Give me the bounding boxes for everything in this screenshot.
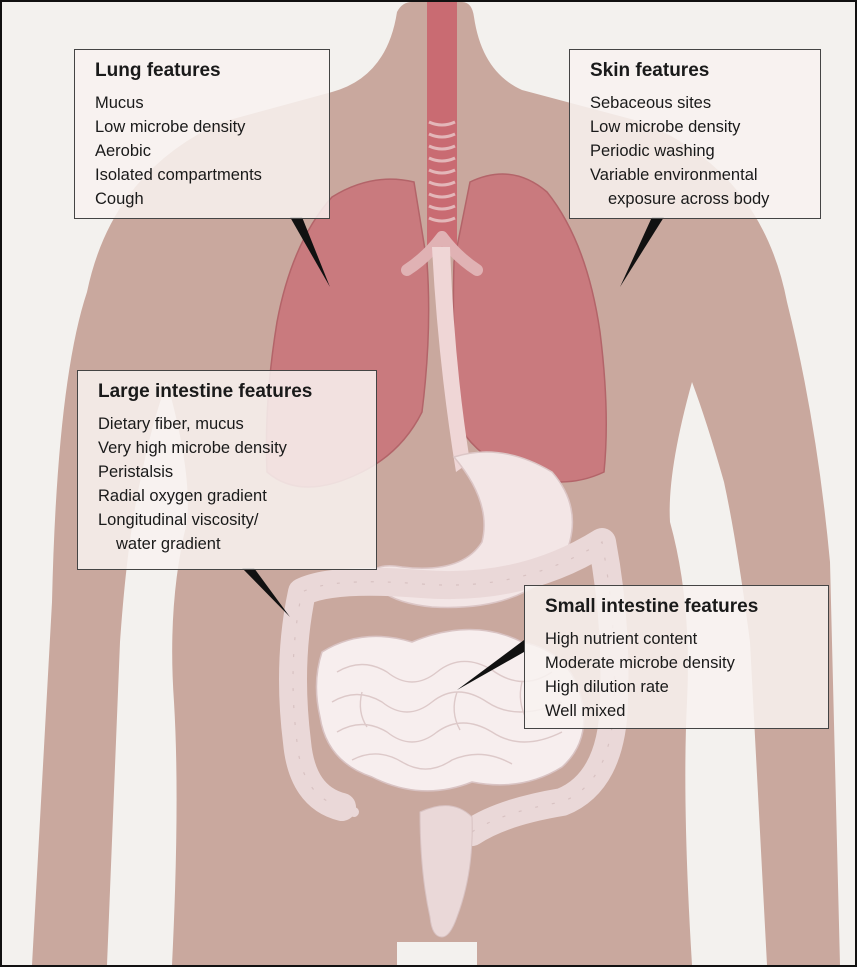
list-item: Cough xyxy=(95,187,315,211)
small-intestine-features-list: High nutrient content Moderate microbe d… xyxy=(545,627,814,723)
list-item: Sebaceous sites xyxy=(590,91,806,115)
list-item: Isolated compartments xyxy=(95,163,315,187)
large-intestine-features-callout: Large intestine features Dietary fiber, … xyxy=(77,370,377,570)
skin-features-callout: Skin features Sebaceous sites Low microb… xyxy=(569,49,821,219)
list-item: Mucus xyxy=(95,91,315,115)
lung-features-callout: Lung features Mucus Low microbe density … xyxy=(74,49,330,219)
list-item: exposure across body xyxy=(590,187,806,211)
lung-features-list: Mucus Low microbe density Aerobic Isolat… xyxy=(95,91,315,211)
list-item: Dietary fiber, mucus xyxy=(98,412,362,436)
large-intestine-features-title: Large intestine features xyxy=(98,381,362,403)
list-item: High dilution rate xyxy=(545,675,814,699)
list-item: Peristalsis xyxy=(98,460,362,484)
list-item: Radial oxygen gradient xyxy=(98,484,362,508)
list-item: Low microbe density xyxy=(95,115,315,139)
list-item: Low microbe density xyxy=(590,115,806,139)
list-item: Longitudinal viscosity/ xyxy=(98,508,362,532)
list-item: Well mixed xyxy=(545,699,814,723)
lung-features-title: Lung features xyxy=(95,60,315,82)
skin-features-title: Skin features xyxy=(590,60,806,82)
list-item: Moderate microbe density xyxy=(545,651,814,675)
list-item: Variable environmental xyxy=(590,163,806,187)
list-item: Very high microbe density xyxy=(98,436,362,460)
skin-features-list: Sebaceous sites Low microbe density Peri… xyxy=(590,91,806,211)
small-intestine-features-callout: Small intestine features High nutrient c… xyxy=(524,585,829,729)
small-intestine-features-title: Small intestine features xyxy=(545,596,814,618)
list-item: Aerobic xyxy=(95,139,315,163)
list-item: Periodic washing xyxy=(590,139,806,163)
list-item: water gradient xyxy=(98,532,362,556)
list-item: High nutrient content xyxy=(545,627,814,651)
large-intestine-features-list: Dietary fiber, mucus Very high microbe d… xyxy=(98,412,362,556)
